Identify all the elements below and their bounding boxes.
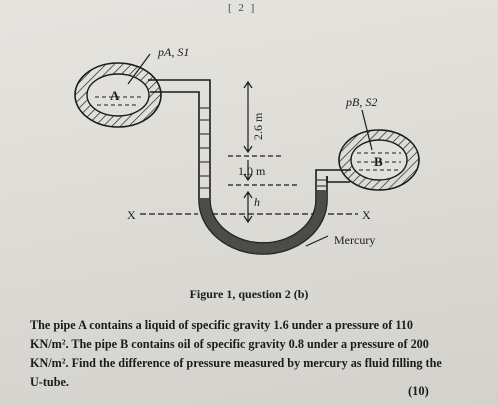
label-h: h — [254, 195, 260, 209]
label-a: A — [110, 88, 120, 103]
pipe-a — [74, 62, 162, 128]
pipe-b — [338, 129, 420, 191]
problem-line-3: KN/m². Find the difference of pressure m… — [30, 356, 442, 370]
page-mark: [ 2 ] — [228, 2, 257, 14]
label-pa-s1: pA, S1 — [157, 45, 189, 59]
label-x-right: X — [362, 208, 371, 222]
label-x-left: X — [127, 208, 136, 222]
label-1-0m: 1.0 m — [238, 164, 266, 178]
problem-line-2: KN/m². The pipe B contains oil of specif… — [30, 337, 429, 351]
label-pb-s2: pB, S2 — [345, 95, 377, 109]
right-limb-liquid — [317, 179, 326, 187]
problem-line-1: The pipe A contains a liquid of specific… — [30, 318, 413, 332]
dimension-lines — [127, 53, 373, 247]
marks-value: (10) — [408, 384, 429, 398]
left-limb-liquid — [200, 107, 209, 189]
manometer-figure: pA, S1 pB, S2 A B 2.6 m 1.0 m h X X Merc… — [74, 45, 420, 255]
mercury-fill — [199, 190, 327, 254]
problem-line-4: U-tube. — [30, 375, 69, 389]
label-2-6m: 2.6 m — [251, 112, 265, 140]
problem-statement: The pipe A contains a liquid of specific… — [30, 316, 470, 392]
label-mercury: Mercury — [334, 233, 375, 247]
label-b: B — [374, 154, 383, 169]
figure-caption: Figure 1, question 2 (b) — [189, 287, 309, 301]
